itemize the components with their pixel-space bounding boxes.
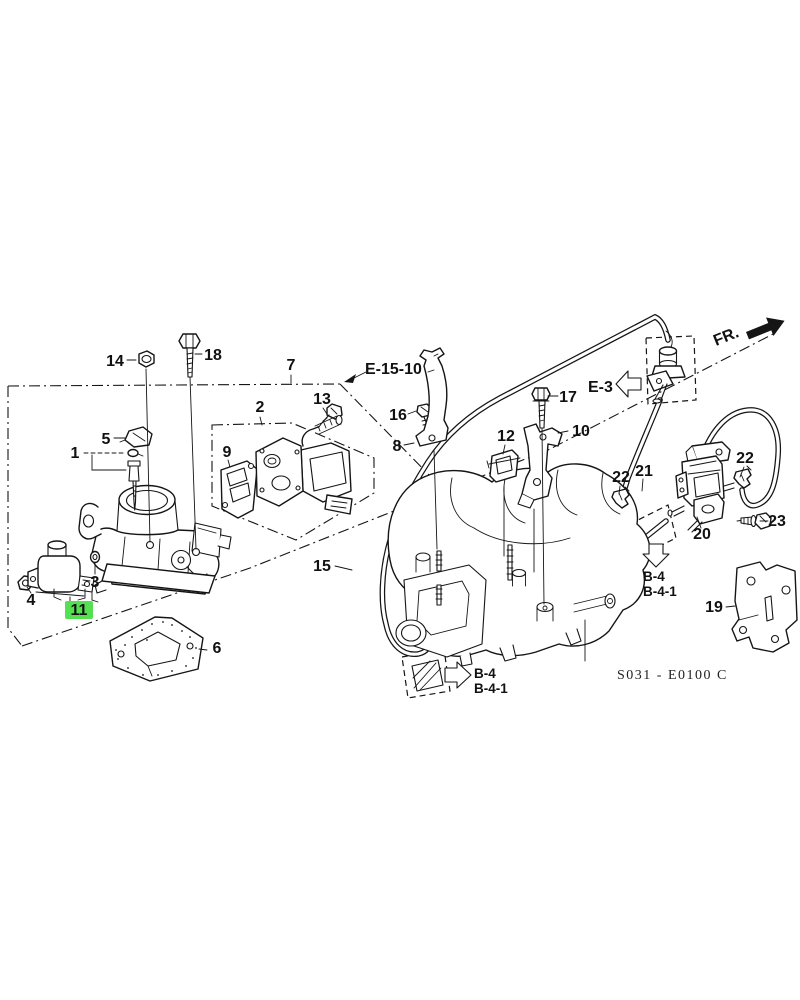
part-label-11-highlighted[interactable]: 11 <box>71 602 88 619</box>
part-8-bracket-drawing <box>415 347 449 447</box>
e3-arrow-icon <box>615 370 642 398</box>
part-label-22-right[interactable]: 22 <box>736 450 754 467</box>
part-2-valve-drawing <box>255 414 353 515</box>
part-19-bracket-drawing <box>731 561 798 653</box>
part-label-15[interactable]: 15 <box>313 558 331 575</box>
throttle-body-drawing <box>78 484 232 595</box>
part-label-7[interactable]: 7 <box>287 357 296 374</box>
highlight-selected-part <box>65 601 93 619</box>
part-label-4[interactable]: 4 <box>27 592 36 609</box>
part-label-19[interactable]: 19 <box>705 599 723 616</box>
part-14-nut-drawing <box>138 350 155 368</box>
drawing-code: S031 - E0100 C <box>617 668 728 683</box>
gasket-stipple <box>115 621 197 676</box>
b4-arrow-down-icon <box>642 543 670 568</box>
part-5-drawing <box>119 426 153 448</box>
part-label-8[interactable]: 8 <box>393 438 402 455</box>
part-label-6[interactable]: 6 <box>213 640 222 657</box>
part-20-solenoid-drawing <box>667 441 735 533</box>
part-label-2[interactable]: 2 <box>256 399 265 416</box>
part-22-clamp-right-drawing <box>733 465 752 489</box>
part-number-labels: 1 2 3 4 5 6 7 8 9 10 11 12 13 14 15 16 1… <box>27 347 786 657</box>
part-3-drawing <box>89 550 101 564</box>
fr-direction-label: FR. <box>711 324 741 349</box>
intake-manifold-drawing <box>387 463 651 692</box>
part-18-bolt-drawing <box>178 333 201 378</box>
part-label-5[interactable]: 5 <box>102 431 111 448</box>
part-label-9[interactable]: 9 <box>223 444 232 461</box>
callout-leaders <box>26 353 769 651</box>
part-label-17[interactable]: 17 <box>559 389 577 406</box>
part-17-bolt-drawing <box>531 387 551 429</box>
part-label-20[interactable]: 20 <box>693 526 711 543</box>
part-label-22-left[interactable]: 22 <box>612 469 630 486</box>
ref-label-b4-bottom[interactable]: B-4 <box>474 666 496 681</box>
b4-arrow-right-icon <box>444 661 472 689</box>
bottom-callout-box <box>401 648 451 699</box>
ref-label-e-3[interactable]: E-3 <box>588 379 613 396</box>
part-label-3[interactable]: 3 <box>91 574 100 591</box>
fr-direction-arrow-icon <box>746 317 785 340</box>
ref-label-b4-mid[interactable]: B-4 <box>643 569 665 584</box>
part-label-21[interactable]: 21 <box>635 463 653 480</box>
ref-label-e-15-10[interactable]: E-15-10 <box>365 361 422 378</box>
part-6-gasket-drawing <box>109 616 204 682</box>
e3-callout-box <box>645 335 697 405</box>
ref-label-b4-1-bottom[interactable]: B-4-1 <box>474 681 508 696</box>
ref-label-b4-1-mid[interactable]: B-4-1 <box>643 584 677 599</box>
part-11-drawing <box>27 540 95 597</box>
part-label-16[interactable]: 16 <box>389 407 407 424</box>
part-label-14[interactable]: 14 <box>106 353 124 370</box>
part-label-12[interactable]: 12 <box>497 428 515 445</box>
e3-check-valve-drawing <box>646 330 686 404</box>
part-12-clamp-drawing <box>486 449 521 483</box>
part-22-clamp-left-drawing <box>611 486 630 509</box>
leader-lines-long <box>145 368 586 662</box>
part-label-1[interactable]: 1 <box>71 445 80 462</box>
part-9-gasket-drawing <box>220 460 258 519</box>
part-label-10[interactable]: 10 <box>572 423 590 440</box>
part-1-drawing <box>127 448 144 511</box>
part-label-23[interactable]: 23 <box>768 513 786 530</box>
part-label-18[interactable]: 18 <box>204 347 222 364</box>
part-label-13[interactable]: 13 <box>313 391 331 408</box>
reference-code-labels: E-15-10 E-3 B-4 B-4-1 B-4 B-4-1 FR. <box>365 324 741 696</box>
